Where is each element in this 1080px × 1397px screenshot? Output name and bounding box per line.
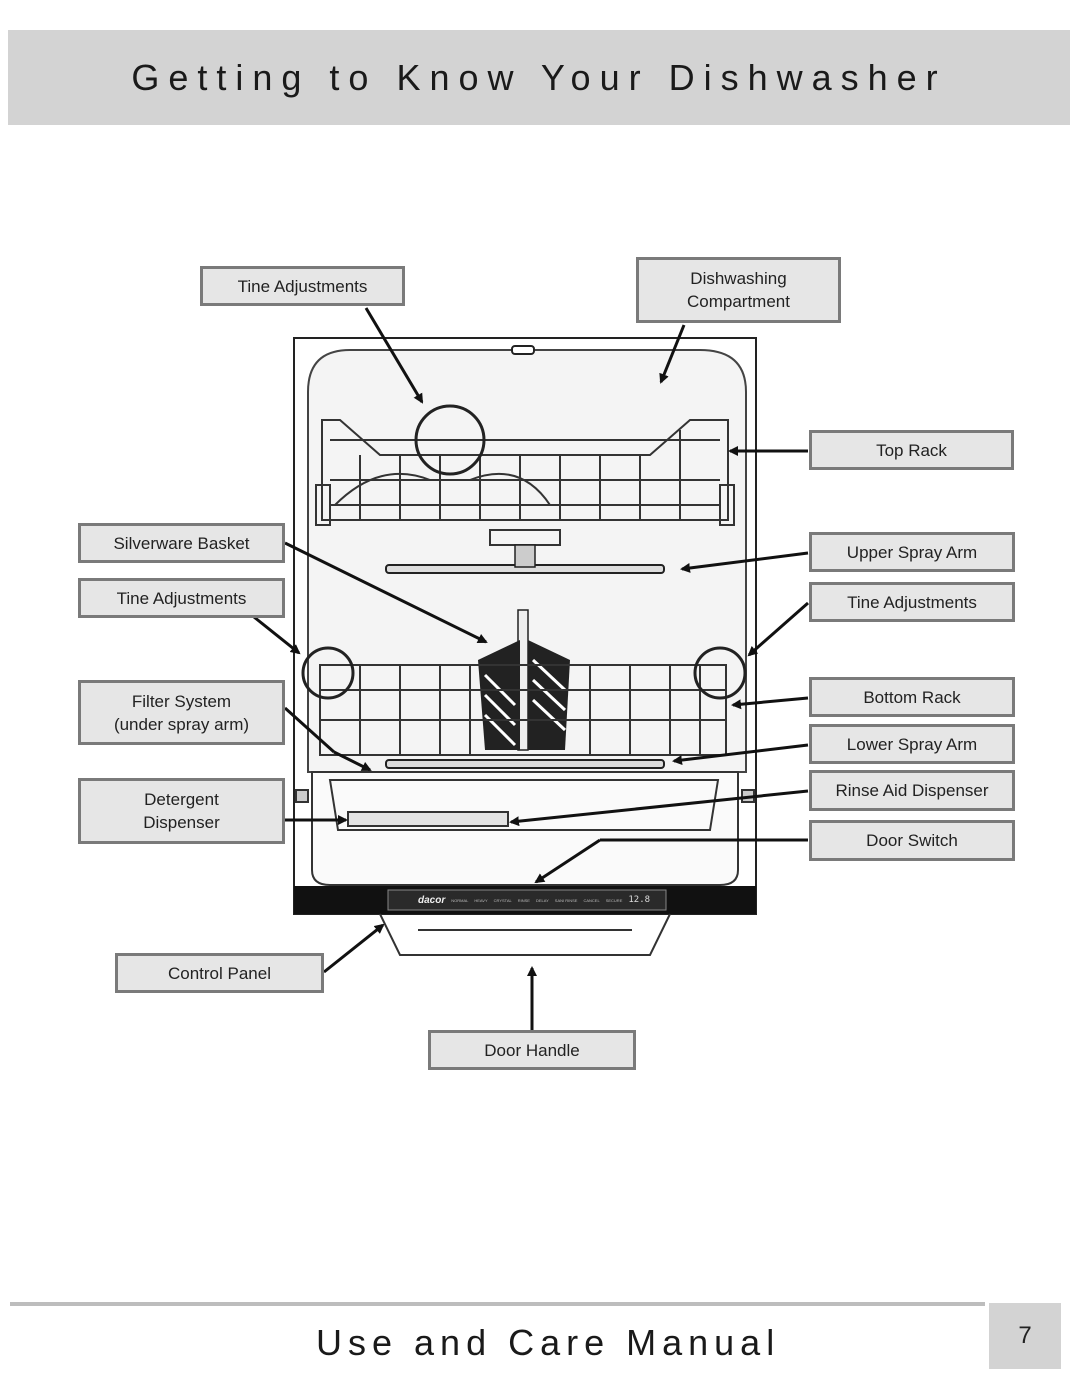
lower-spray-arm-illustration: [385, 759, 665, 769]
door-handle-illustration: [379, 913, 671, 956]
label-bottom-rack: Bottom Rack: [809, 677, 1015, 717]
label-upper-spray-arm: Upper Spray Arm: [809, 532, 1015, 572]
footer-title: Use and Care Manual: [316, 1322, 781, 1363]
button-cancel[interactable]: CANCEL: [583, 897, 600, 903]
label-tine-adjustments-left: Tine Adjustments: [78, 578, 285, 618]
panel-display: 12.8: [628, 895, 651, 905]
label-rinse-aid-dispenser: Rinse Aid Dispenser: [809, 770, 1015, 811]
brand-logo: dacor: [418, 894, 446, 906]
button-delay[interactable]: DELAY: [535, 897, 549, 903]
label-dishwashing-compartment: Dishwashing Compartment: [636, 257, 841, 323]
label-detergent-dispenser: Detergent Dispenser: [78, 778, 285, 844]
control-panel-strip: [294, 886, 756, 914]
label-silverware-basket: Silverware Basket: [78, 523, 285, 563]
button-heavy[interactable]: HEAVY: [474, 897, 488, 903]
label-control-panel: Control Panel: [115, 953, 324, 993]
bottom-rack-illustration: [319, 664, 727, 756]
button-rinse[interactable]: RINSE: [517, 897, 530, 903]
open-door-illustration: [295, 771, 755, 886]
leader-lines: [253, 307, 809, 1030]
label-door-switch: Door Switch: [809, 820, 1015, 861]
label-tine-adjustments-right: Tine Adjustments: [809, 582, 1015, 622]
label-top-rack: Top Rack: [809, 430, 1014, 470]
label-lower-spray-arm: Lower Spray Arm: [809, 724, 1015, 764]
top-rack-illustration: [315, 419, 735, 546]
button-secure[interactable]: SECURE: [605, 897, 623, 903]
button-sani-rinse[interactable]: SANI RINSE: [554, 897, 578, 903]
tine-adjustment-circles: [301, 404, 747, 700]
control-panel-buttons: dacor NORMAL HEAVY CRYSTAL RINSE DELAY S…: [418, 893, 662, 907]
label-door-handle: Door Handle: [428, 1030, 636, 1070]
header-banner: Getting to Know Your Dishwasher: [8, 30, 1070, 125]
button-normal[interactable]: NORMAL: [451, 897, 469, 903]
label-tine-adjustments-top: Tine Adjustments: [200, 266, 405, 306]
button-crystal[interactable]: CRYSTAL: [493, 897, 512, 903]
page-number: 7: [989, 1303, 1061, 1369]
footer-divider: [10, 1302, 985, 1306]
upper-spray-arm-illustration: [385, 544, 665, 574]
label-filter-system: Filter System (under spray arm): [78, 680, 285, 745]
page-title: Getting to Know Your Dishwasher: [131, 57, 947, 98]
